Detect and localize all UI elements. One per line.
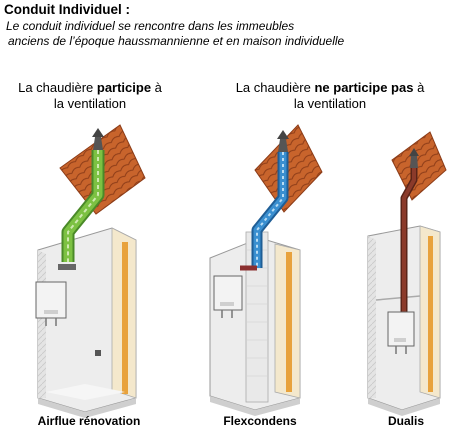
left-column-heading: La chaudière participe à la ventilation xyxy=(18,80,162,111)
dualis-duct xyxy=(400,148,419,318)
caption-airflue: Airflue rénovation xyxy=(37,414,141,428)
airflue-boiler xyxy=(35,264,76,326)
airflue-duct xyxy=(61,128,105,262)
intro-text: Le conduit individuel se rencontre dans … xyxy=(6,19,344,49)
dualis-roof xyxy=(391,131,447,201)
intro-line-1: Le conduit individuel se rencontre dans … xyxy=(6,19,295,33)
dualis-boiler xyxy=(387,311,415,354)
intro-line-2: anciens de l’époque haussmannienne et en… xyxy=(8,34,345,48)
right-column-heading: La chaudière ne participe pas à la venti… xyxy=(235,80,425,111)
caption-dualis: Dualis xyxy=(387,414,424,428)
airflue-building xyxy=(37,227,137,418)
airflue-diagram xyxy=(35,124,146,418)
flexcondens-duct xyxy=(240,130,289,271)
dualis-diagram xyxy=(367,131,447,416)
flexcondens-diagram xyxy=(209,124,323,416)
flexcondens-boiler xyxy=(213,275,243,318)
page-title: Conduit Individuel : xyxy=(4,2,130,17)
caption-flexcondens: Flexcondens xyxy=(223,414,297,428)
